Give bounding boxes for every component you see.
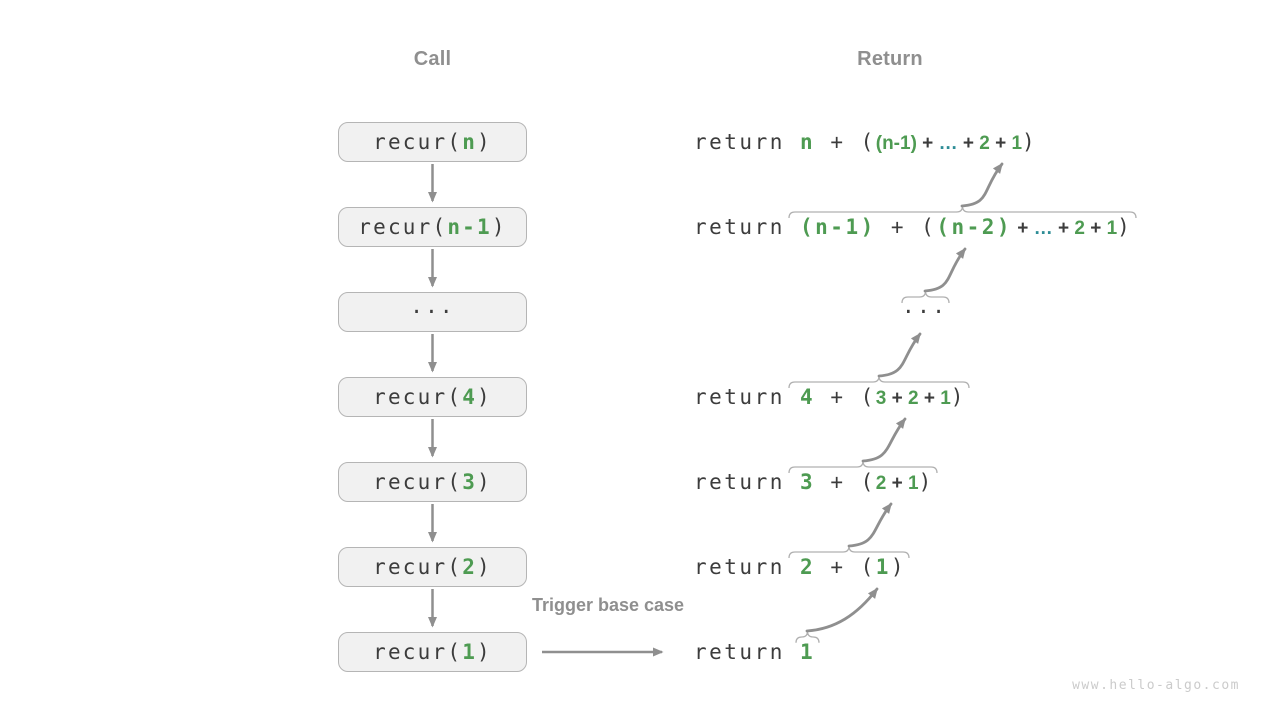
code-segment: + (886, 388, 908, 409)
code-segment: 1 (907, 473, 919, 494)
code-segment: return (694, 470, 801, 494)
code-segment: + (1012, 218, 1034, 239)
return-line-1: return 1 (694, 637, 815, 670)
code-segment: 1 (1106, 218, 1118, 239)
code-segment: + ( (815, 555, 876, 579)
call-box-recur-3: recur(3) (338, 462, 527, 502)
code-segment: + (1084, 218, 1107, 239)
code-segment: (n-1) (800, 215, 876, 239)
call-box-recur-n-1: recur(n-1) (338, 207, 527, 247)
code-segment: recur( (373, 130, 463, 154)
return-line-ellipsis: ··· (902, 297, 947, 330)
code-segment: + ( (815, 470, 876, 494)
code-segment: 1 (800, 640, 816, 664)
code-segment: 4 (800, 385, 816, 409)
code-segment: 3 (875, 388, 887, 409)
code-segment: ) (1117, 215, 1133, 239)
code-segment: ) (477, 470, 492, 494)
code-segment: ··· (410, 300, 455, 324)
return-flow-arrow (805, 587, 879, 633)
code-segment: return (694, 640, 801, 664)
code-segment: recur( (373, 385, 463, 409)
watermark: www.hello-algo.com (1072, 678, 1240, 693)
code-segment: return (694, 215, 801, 239)
code-segment: ) (477, 555, 492, 579)
return-flow-arrow (960, 162, 1004, 208)
code-segment: 2 (462, 555, 478, 579)
code-segment: + (916, 133, 939, 154)
code-segment: + (918, 388, 941, 409)
call-box-recur-n: recur(n) (338, 122, 527, 162)
code-segment: (n-2) (936, 215, 1013, 239)
code-segment: 3 (462, 470, 478, 494)
return-column-header: Return (857, 48, 923, 70)
return-line-4: return 4 + (3 + 2 + 1) (694, 382, 966, 415)
code-segment: recur( (373, 470, 463, 494)
call-column-header: Call (413, 48, 452, 70)
code-segment: n (462, 130, 478, 154)
code-segment: return (694, 385, 801, 409)
code-segment: return (694, 555, 801, 579)
code-segment: 2 (800, 555, 816, 579)
code-segment: ··· (902, 300, 948, 324)
code-segment: ) (477, 130, 492, 154)
code-segment: ) (1022, 130, 1038, 154)
code-segment: n (800, 130, 816, 154)
call-box-recur-4: recur(4) (338, 377, 527, 417)
code-segment: + (957, 133, 980, 154)
code-segment: + (886, 473, 908, 494)
code-segment: 2 (979, 133, 990, 154)
code-segment: ) (477, 640, 492, 664)
code-segment: + (989, 133, 1012, 154)
call-box-recur-2: recur(2) (338, 547, 527, 587)
return-line-2: return 2 + (1) (694, 552, 906, 585)
code-segment: … (938, 133, 958, 154)
code-segment: recur( (358, 215, 448, 239)
code-segment: ) (491, 215, 507, 239)
code-segment: 1 (462, 640, 478, 664)
code-segment: 3 (800, 470, 816, 494)
code-segment: + ( (875, 215, 937, 239)
call-box-recur-1: recur(1) (338, 632, 527, 672)
code-segment: recur( (373, 555, 463, 579)
return-flow-arrow (923, 247, 967, 293)
code-segment: ) (950, 385, 966, 409)
return-line-n: return n + ((n-1) + … + 2 + 1) (694, 127, 1037, 160)
return-flow-arrow (847, 502, 893, 548)
code-segment: (n-1) (875, 133, 917, 154)
code-segment: ) (918, 470, 934, 494)
code-segment: recur( (373, 640, 463, 664)
code-segment: + ( (815, 130, 876, 154)
code-segment: 1 (875, 555, 891, 579)
code-segment: + ( (815, 385, 876, 409)
code-segment: return (694, 130, 801, 154)
code-segment: + (1052, 218, 1075, 239)
code-segment: … (1033, 218, 1053, 239)
call-box-ellipsis: ··· (338, 292, 527, 332)
code-segment: ) (477, 385, 492, 409)
code-segment: 1 (940, 388, 951, 409)
code-segment: 2 (907, 388, 919, 409)
return-flow-arrow (877, 332, 922, 378)
code-segment: n-1 (447, 215, 492, 239)
code-segment: 4 (462, 385, 478, 409)
return-flow-arrow (861, 417, 907, 463)
code-segment: 2 (1074, 218, 1085, 239)
return-line-n-1: return (n-1) + ((n-2) + … + 2 + 1) (694, 212, 1132, 245)
return-line-3: return 3 + (2 + 1) (694, 467, 934, 500)
trigger-base-case-label: Trigger base case (531, 595, 685, 615)
code-segment: 1 (1011, 133, 1023, 154)
code-segment: ) (890, 555, 907, 579)
code-segment: 2 (875, 473, 887, 494)
